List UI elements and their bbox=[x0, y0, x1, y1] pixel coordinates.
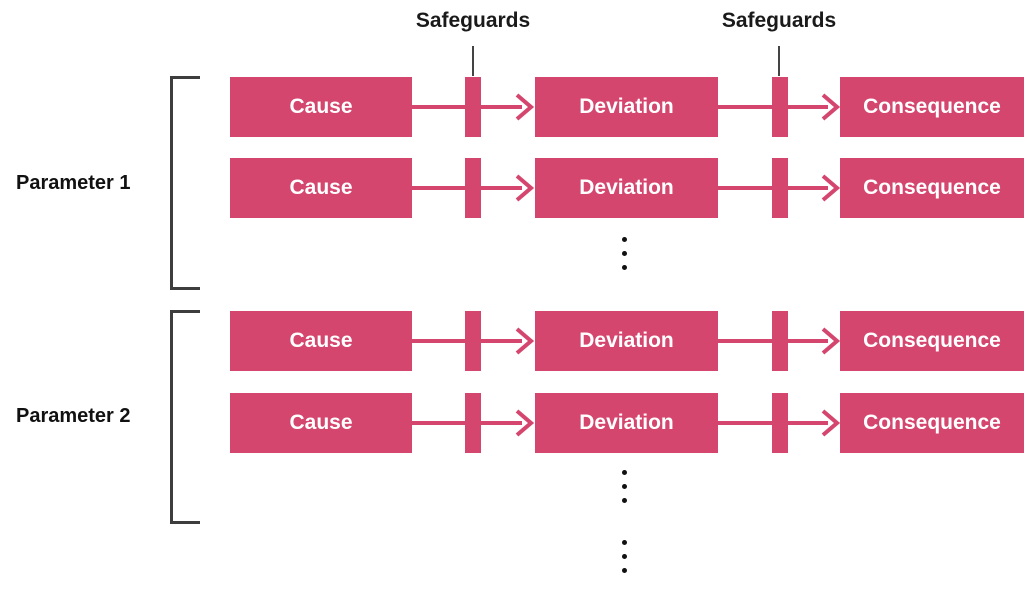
safeguards-tick-2 bbox=[778, 46, 780, 76]
safeguards-tick-1 bbox=[472, 46, 474, 76]
cause-box: Cause bbox=[230, 77, 412, 137]
cause-box: Cause bbox=[230, 158, 412, 218]
safeguard-bar bbox=[465, 77, 481, 137]
cause-box: Cause bbox=[230, 311, 412, 371]
arrow-head-icon bbox=[821, 327, 840, 355]
arrow-head-icon bbox=[515, 327, 534, 355]
flow-row: Cause Deviation Consequence bbox=[0, 393, 1024, 453]
deviation-box: Deviation bbox=[535, 77, 718, 137]
cause-box: Cause bbox=[230, 393, 412, 453]
safeguard-bar bbox=[772, 393, 788, 453]
consequence-box: Consequence bbox=[840, 393, 1024, 453]
consequence-box: Consequence bbox=[840, 77, 1024, 137]
arrow-head-icon bbox=[821, 93, 840, 121]
arrow-head-icon bbox=[515, 174, 534, 202]
parameter-1-label: Parameter 1 bbox=[16, 172, 131, 194]
deviation-box: Deviation bbox=[535, 393, 718, 453]
flow-row: Cause Deviation Consequence bbox=[0, 77, 1024, 137]
deviation-box: Deviation bbox=[535, 311, 718, 371]
arrow-head-icon bbox=[821, 409, 840, 437]
ellipsis-vertical-icon bbox=[622, 540, 628, 582]
parameter-2-bracket bbox=[170, 310, 200, 524]
safeguard-bar bbox=[465, 158, 481, 218]
flow-row: Cause Deviation Consequence bbox=[0, 158, 1024, 218]
safeguard-bar bbox=[465, 393, 481, 453]
flow-row: Cause Deviation Consequence bbox=[0, 311, 1024, 371]
arrow-head-icon bbox=[515, 93, 534, 121]
arrow-head-icon bbox=[821, 174, 840, 202]
arrow-head-icon bbox=[515, 409, 534, 437]
safeguard-bar bbox=[465, 311, 481, 371]
safeguards-label-2: Safeguards bbox=[721, 9, 837, 32]
deviation-box: Deviation bbox=[535, 158, 718, 218]
parameter-1-bracket bbox=[170, 76, 200, 290]
safeguards-label-1: Safeguards bbox=[415, 9, 531, 32]
safeguard-bar bbox=[772, 311, 788, 371]
ellipsis-vertical-icon bbox=[622, 237, 628, 279]
safeguard-bar bbox=[772, 77, 788, 137]
safeguard-bar bbox=[772, 158, 788, 218]
ellipsis-vertical-icon bbox=[622, 470, 628, 512]
consequence-box: Consequence bbox=[840, 158, 1024, 218]
consequence-box: Consequence bbox=[840, 311, 1024, 371]
parameter-2-label: Parameter 2 bbox=[16, 405, 131, 427]
